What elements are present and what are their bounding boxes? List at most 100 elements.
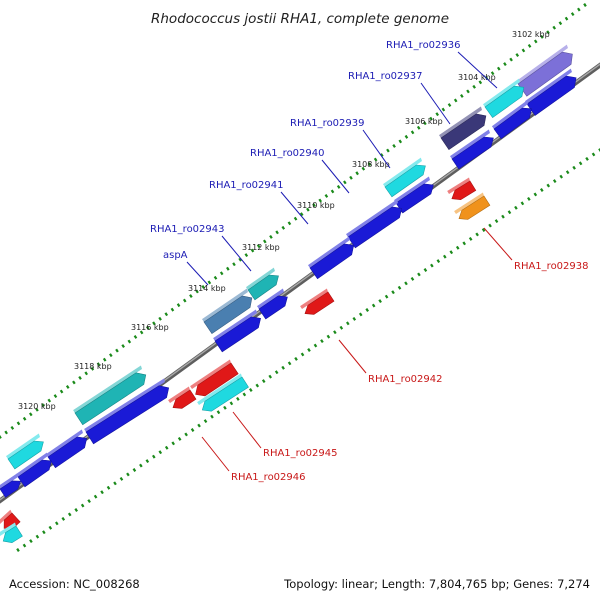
tick-dot xyxy=(384,294,389,299)
accession-text: Accession: NC_008268 xyxy=(9,577,140,591)
tick-dot xyxy=(583,3,587,7)
gene-top-face xyxy=(246,267,275,290)
tick-label: 3120 kbp xyxy=(18,402,56,411)
tick-dot xyxy=(558,21,563,26)
gene-feature xyxy=(168,386,197,409)
tick-dot xyxy=(78,375,82,380)
tick-dot xyxy=(460,94,464,98)
gene-feature xyxy=(84,378,170,445)
gene-label[interactable]: RHA1_ro02938 xyxy=(514,261,589,272)
gene-block xyxy=(3,512,21,530)
gene-top-face xyxy=(516,44,568,84)
tick-dot xyxy=(65,385,70,389)
tick-dot xyxy=(570,12,575,17)
tick-dot xyxy=(333,330,337,335)
tick-dot xyxy=(572,165,576,170)
gene-label[interactable]: RHA1_ro02942 xyxy=(368,374,443,385)
gene-top-face xyxy=(190,359,231,389)
tick-dot xyxy=(503,62,507,67)
gene-label[interactable]: RHA1_ro02941 xyxy=(209,180,284,191)
gene-label-leader xyxy=(221,235,252,272)
gene-top-face xyxy=(197,373,242,405)
tick-dot xyxy=(48,525,53,530)
gene-top-face xyxy=(383,157,422,187)
gene-feature xyxy=(300,288,335,315)
tick-dot xyxy=(41,403,45,408)
tick-dot xyxy=(501,214,505,219)
gene-feature xyxy=(439,106,487,151)
tick-dot xyxy=(324,194,329,198)
gene-block xyxy=(172,389,197,409)
gene-feature xyxy=(516,44,573,97)
gene-top-face xyxy=(213,309,257,341)
tick-dot xyxy=(391,290,395,295)
gene-block xyxy=(47,436,88,469)
gene-feature xyxy=(0,509,21,530)
tick-dot xyxy=(336,184,341,189)
gene-label[interactable]: RHA1_ro02936 xyxy=(386,40,461,51)
tick-dot xyxy=(22,543,27,548)
tick-dot xyxy=(164,312,169,317)
tick-dot xyxy=(509,57,513,62)
gene-top-face xyxy=(16,452,48,477)
tick-dot xyxy=(90,366,95,371)
gene-block xyxy=(214,316,261,353)
tick-dot xyxy=(249,388,253,392)
tick-dot xyxy=(67,512,72,517)
tick-dot xyxy=(106,485,111,490)
gene-label-leader xyxy=(280,191,309,225)
gene-feature xyxy=(190,359,239,397)
tick-dot xyxy=(417,272,421,277)
tick-dot xyxy=(47,398,52,403)
tick-dot xyxy=(28,412,33,417)
gene-label[interactable]: RHA1_ro02940 xyxy=(250,148,325,159)
tick-dot xyxy=(429,116,433,121)
tick-dot xyxy=(472,84,476,89)
tick-dot xyxy=(546,183,551,188)
gene-block xyxy=(0,480,22,498)
tick-dot xyxy=(219,271,224,276)
gene-label-leader xyxy=(483,227,513,261)
tick-label: 3106 kbp xyxy=(405,117,443,126)
tick-dot xyxy=(299,212,304,217)
tick-dot xyxy=(293,216,298,221)
gene-block xyxy=(484,85,525,119)
gene-label-leader xyxy=(338,339,367,374)
tick-dot xyxy=(361,166,366,171)
tick-dot xyxy=(74,508,78,512)
tick-dot xyxy=(435,112,440,117)
gene-top-face xyxy=(450,129,490,159)
gene-feature xyxy=(213,309,261,353)
tick-dot xyxy=(236,396,240,401)
tick-dot xyxy=(189,294,193,298)
gene-label[interactable]: RHA1_ro02939 xyxy=(290,118,365,129)
tick-dot xyxy=(527,196,531,201)
tick-dot xyxy=(326,334,331,339)
tick-dot xyxy=(533,192,538,197)
gene-label[interactable]: RHA1_ro02937 xyxy=(348,71,423,82)
gene-block xyxy=(258,295,288,320)
tick-dot xyxy=(133,335,138,339)
gene-label[interactable]: RHA1_ro02946 xyxy=(231,472,306,483)
tick-dot xyxy=(262,239,267,244)
gene-label[interactable]: RHA1_ro02945 xyxy=(263,448,338,459)
tick-dot xyxy=(16,421,21,426)
tick-dot xyxy=(80,503,85,508)
gene-label[interactable]: aspA xyxy=(163,250,188,261)
gene-feature xyxy=(483,78,525,119)
tick-dot xyxy=(343,180,347,185)
gene-top-face xyxy=(202,288,248,322)
tick-dot xyxy=(441,107,446,112)
tick-label: 3118 kbp xyxy=(74,362,112,371)
tick-dot xyxy=(416,125,421,130)
tick-dot xyxy=(158,450,163,455)
gene-block xyxy=(85,385,170,445)
tick-dot xyxy=(515,53,520,57)
gene-block xyxy=(526,75,577,116)
tick-dot xyxy=(96,362,101,367)
tick-dot xyxy=(139,330,144,335)
gene-label[interactable]: RHA1_ro02943 xyxy=(150,224,225,235)
tick-dot xyxy=(468,236,473,241)
gene-label-leader xyxy=(457,51,498,89)
